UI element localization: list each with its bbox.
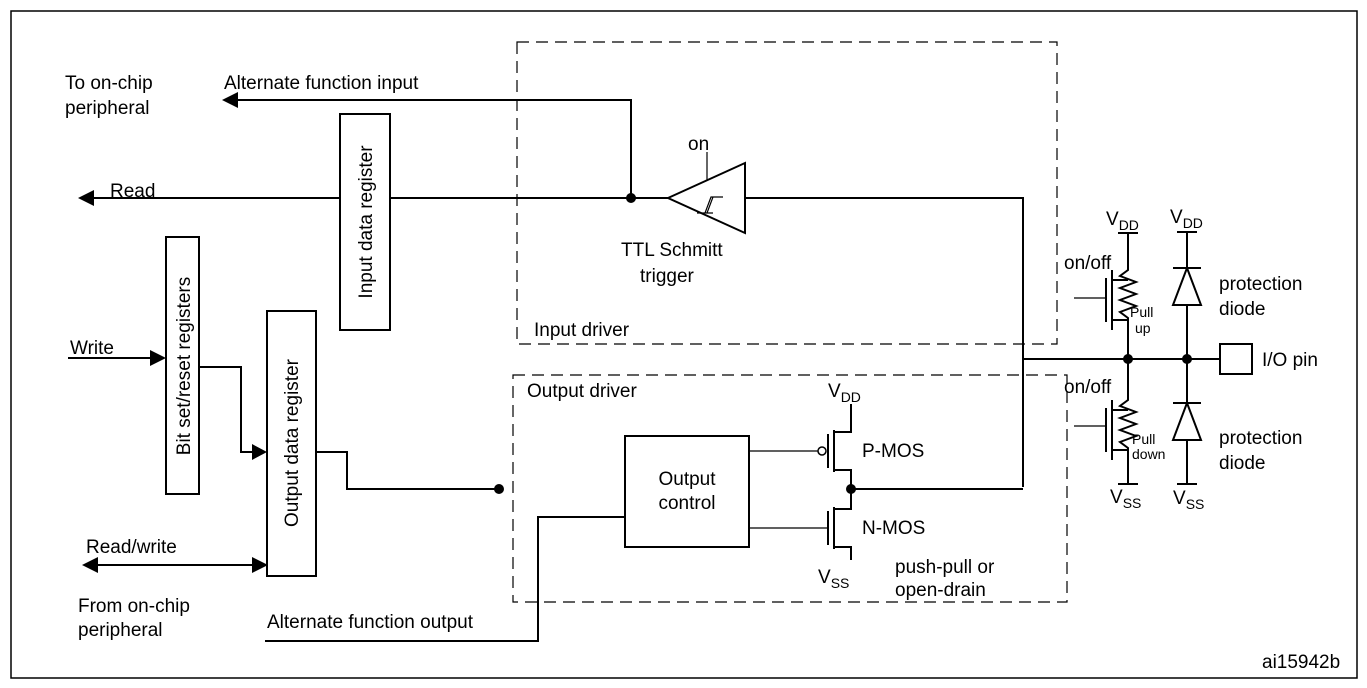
- pull-down-label-2: down: [1132, 446, 1165, 462]
- diode-bottom-body: [1171, 400, 1203, 441]
- pmos-label: P-MOS: [862, 441, 924, 462]
- to-on-chip-peripheral-label-2: peripheral: [65, 98, 150, 119]
- output-control-block: [624, 435, 750, 548]
- write-arrow: [150, 350, 166, 366]
- pull-up-switch: [1105, 270, 1128, 330]
- input-driver-region: [516, 41, 1058, 345]
- pull-down-vss-label: VSS: [1110, 487, 1141, 511]
- hysteresis-icon: [697, 196, 723, 214]
- pull-up-on-off-label: on/off: [1064, 253, 1112, 274]
- diode-vss-label: VSS: [1173, 488, 1204, 512]
- nmos-terminals: [834, 489, 852, 560]
- output-driver-label: Output driver: [527, 381, 637, 402]
- io-pin: [1219, 343, 1253, 375]
- output-data-register-label: Output data register: [282, 358, 303, 527]
- push-pull-label-1: push-pull or: [895, 557, 995, 578]
- alternate-function-output-label: Alternate function output: [267, 612, 474, 633]
- read-write-label: Read/write: [86, 537, 177, 558]
- diode-vdd-label: VDD: [1170, 207, 1203, 231]
- output-vdd-label: VDD: [828, 381, 861, 405]
- pull-down-on-off-label: on/off: [1064, 377, 1112, 398]
- from-on-chip-peripheral-label-2: peripheral: [78, 620, 163, 641]
- input-driver-label: Input driver: [534, 320, 630, 341]
- outer-frame: [10, 10, 1358, 679]
- push-pull-label-2: open-drain: [895, 580, 986, 601]
- read-write-arrow-left: [82, 557, 98, 573]
- pmos-gate-bubble: [817, 446, 827, 456]
- nmos-label: N-MOS: [862, 518, 925, 539]
- protection-diode-top-label-2: diode: [1219, 299, 1266, 320]
- output-mux-junction: [494, 484, 504, 494]
- output-vss-label: VSS: [818, 567, 849, 591]
- pull-down-label-1: Pull: [1132, 431, 1155, 447]
- pull-up-resistor: [1117, 262, 1139, 359]
- write-label: Write: [70, 338, 114, 359]
- from-on-chip-peripheral-label-1: From on-chip: [78, 596, 190, 617]
- protection-diode-top-label-1: protection: [1219, 274, 1302, 295]
- pull-up-label-2: up: [1135, 320, 1151, 336]
- output-driver-region: [512, 374, 1068, 603]
- alt-input-junction: [626, 193, 636, 203]
- alternate-function-input-arrow: [222, 92, 238, 108]
- output-control-label-2: control: [658, 493, 715, 514]
- read-label: Read: [110, 181, 155, 202]
- pull-up-supply-wire: [1118, 232, 1138, 262]
- output-control-label-1: Output: [658, 469, 716, 490]
- alternate-function-input-wire: [238, 99, 632, 198]
- pull-down-resistor: [1117, 359, 1139, 484]
- protection-diode-bottom-label-1: protection: [1219, 428, 1302, 449]
- bsrr-to-odr-wire: [199, 366, 252, 453]
- diode-top-body: [1171, 265, 1203, 306]
- ttl-schmitt-trigger-label-2: trigger: [640, 266, 695, 287]
- alternate-function-input-label: Alternate function input: [224, 73, 419, 94]
- pull-down-switch: [1105, 400, 1128, 460]
- to-on-chip-peripheral-label-1: To on-chip: [65, 73, 153, 94]
- io-pin-label: I/O pin: [1262, 350, 1318, 371]
- read-arrow: [78, 190, 94, 206]
- pull-up-label-1: Pull: [1130, 304, 1153, 320]
- input-data-register-label: Input data register: [356, 145, 377, 299]
- odr-to-output-wire: [316, 451, 498, 490]
- pull-up-vdd-label: VDD: [1106, 209, 1139, 233]
- input-data-register: [339, 113, 391, 331]
- read-write-arrow-right: [252, 557, 268, 573]
- trigger-on-label: on: [688, 134, 709, 155]
- bit-set-reset-registers: [165, 236, 200, 495]
- alternate-function-output-wire: [265, 516, 625, 642]
- output-data-register: [266, 310, 317, 577]
- diode-bottom-wire: [1177, 359, 1197, 485]
- trigger-input-wire: [745, 197, 1024, 487]
- diode-top-wire: [1177, 231, 1197, 359]
- driver-output-junction: [846, 484, 856, 494]
- figure-id: ai15942b: [1262, 652, 1340, 673]
- bsrr-to-odr-arrow: [252, 444, 267, 460]
- bit-set-reset-registers-label: Bit set/reset registers: [174, 277, 195, 455]
- protection-diode-bottom-label-2: diode: [1219, 453, 1266, 474]
- pmos-terminals: [834, 404, 852, 489]
- ttl-schmitt-trigger-label-1: TTL Schmitt: [621, 240, 723, 261]
